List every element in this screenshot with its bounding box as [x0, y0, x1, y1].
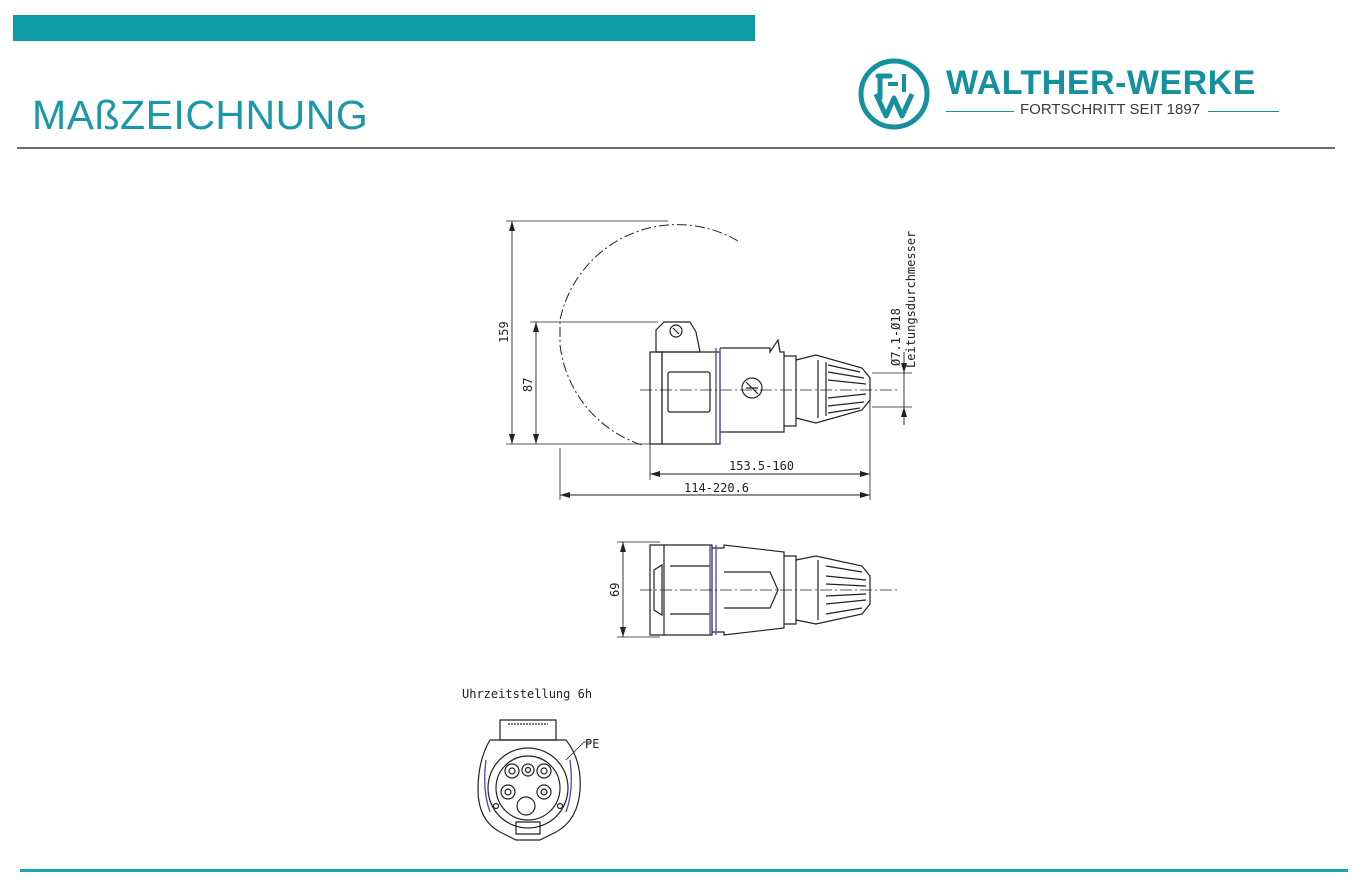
- dimension-arrows: [509, 221, 907, 498]
- face-view: [477, 719, 590, 841]
- logo-name: WALTHER-WERKE: [946, 64, 1256, 102]
- tagline-line-left: [946, 111, 1014, 112]
- title-divider: [17, 147, 1335, 149]
- side-view: [506, 220, 912, 500]
- walther-werke-emblem-icon: [858, 58, 930, 130]
- dim-label-153: 153.5-160: [729, 459, 794, 473]
- dim-label-159: 159: [497, 321, 511, 343]
- dim-label-87: 87: [521, 378, 535, 392]
- face-view-caption: Uhrzeitstellung 6h: [462, 687, 592, 701]
- company-logo: WALTHER-WERKE FORTSCHRITT SEIT 1897: [858, 58, 1288, 130]
- dim-label-114: 114-220.6: [684, 481, 749, 495]
- lid-swing-arc: [559, 224, 739, 446]
- cable-diameter-label: Ø7.1-Ø18: [889, 308, 903, 366]
- footer-divider: [20, 869, 1348, 872]
- dim-label-69: 69: [608, 583, 622, 597]
- header-accent-bar: [13, 15, 755, 41]
- cable-diameter-caption: Leitungsdurchmesser: [904, 231, 918, 368]
- top-view: [617, 541, 900, 638]
- pe-label: PE: [585, 737, 599, 751]
- tagline-line-right: [1208, 111, 1279, 112]
- socket-housing: [649, 321, 871, 445]
- logo-tagline-row: FORTSCHRITT SEIT 1897: [946, 101, 1279, 121]
- logo-tagline: FORTSCHRITT SEIT 1897: [1020, 101, 1201, 118]
- page-title: MAßZEICHNUNG: [32, 92, 369, 138]
